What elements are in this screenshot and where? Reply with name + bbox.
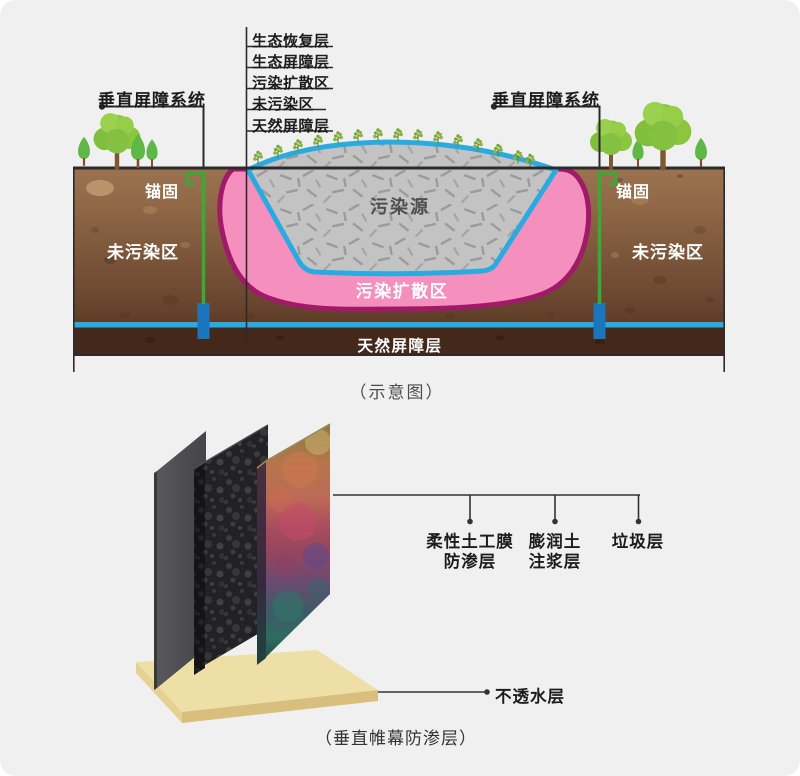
impervious-label: 不透水层 (495, 688, 565, 706)
pollution-source-zone (245, 139, 559, 277)
natural-barrier-pebbles (145, 335, 605, 348)
schematic-section (73, 27, 726, 372)
geomembrane-label: 柔性土工膜 防渗层 (426, 532, 514, 572)
legend-item-eco-restoration: 生态恢复层 (252, 33, 330, 50)
trees-left (78, 113, 158, 168)
vertical-barrier-label-left: 垂直屏障系统 (98, 91, 206, 110)
natural-barrier-label: 天然屏障层 (357, 338, 443, 355)
waste-label-line1: 垃圾层 (611, 533, 665, 551)
waste-panel (256, 423, 331, 665)
legend-item-eco-barrier: 生态屏障层 (252, 54, 330, 71)
barrier-footing-right (593, 303, 606, 339)
unpolluted-label-left: 未污染区 (107, 243, 179, 262)
barrier-footing-left (197, 303, 210, 339)
plume-label: 污染扩散区 (355, 282, 449, 301)
bentonite-label: 膨润土 注浆层 (529, 532, 582, 572)
schematic-caption: （示意图） (349, 383, 445, 402)
bentonite-label-line2: 注浆层 (528, 553, 582, 571)
aquitard-blue-line (73, 322, 725, 328)
barrier-leader-left (98, 103, 205, 167)
geomembrane-label-line2: 防渗层 (443, 553, 497, 571)
unpolluted-label-right: 未污染区 (632, 243, 704, 262)
trees-right (588, 102, 707, 168)
geomembrane-panel (154, 431, 206, 690)
curtain-caption: （垂直帷幕防渗层） (315, 729, 477, 748)
legend-lines (245, 27, 333, 343)
legend-item-natural-barrier: 天然屏障层 (252, 117, 330, 135)
curtain-section (136, 423, 642, 723)
legend-item-plume: 污染扩散区 (252, 75, 330, 92)
legend-item-unpolluted: 未污染区 (252, 96, 315, 113)
bentonite-label-line1: 膨润土 (528, 533, 582, 551)
barrier-leader-right (490, 103, 601, 167)
vertical-barrier-label-right: 垂直屏障系统 (492, 91, 600, 110)
anchor-label-left: 锚固 (144, 184, 180, 201)
bentonite-panel (193, 424, 269, 675)
waste-label: 垃圾层 (612, 532, 665, 552)
geomembrane-label-line1: 柔性土工膜 (426, 533, 514, 551)
natural-barrier-layer (73, 327, 725, 355)
vertical-barrier-left (185, 171, 206, 304)
ground-surface-line (73, 166, 725, 170)
pollution-source-label: 污染源 (370, 197, 430, 217)
curtain-leader-lines (333, 494, 640, 693)
vertical-barrier-right (597, 171, 618, 304)
anchor-label-right: 锚固 (615, 184, 651, 201)
